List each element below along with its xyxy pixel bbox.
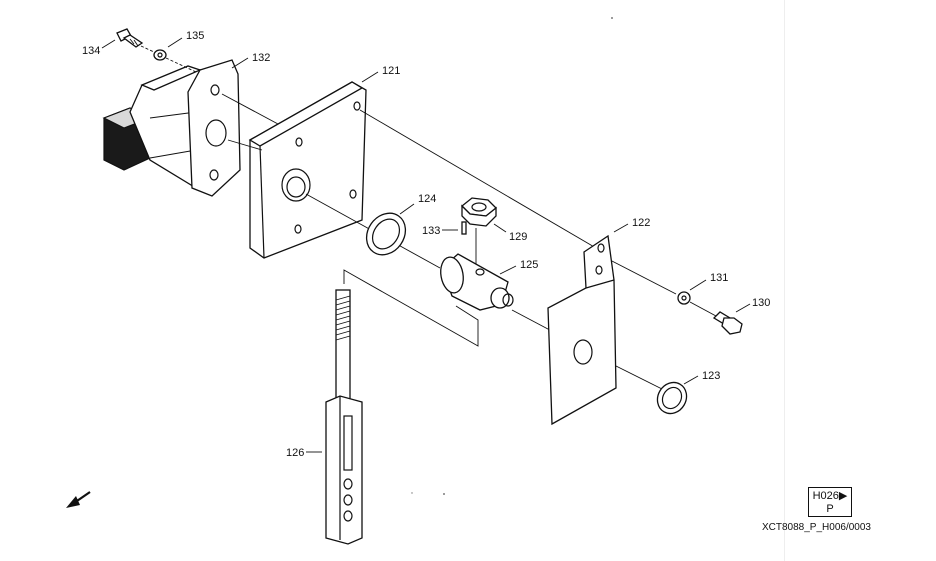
callout-131: 131 <box>710 272 728 284</box>
assembly-line <box>343 269 479 347</box>
reference-line-1: H026 <box>812 490 839 502</box>
assembly-line <box>359 109 597 249</box>
callout-135: 135 <box>186 30 204 42</box>
part-129-nut <box>461 197 497 227</box>
part-135-washer <box>153 49 167 61</box>
part-130-bolt <box>712 311 743 335</box>
page-reference-box: H026▶ P <box>808 487 852 517</box>
callout-125: 125 <box>520 259 538 271</box>
callout-130: 130 <box>752 297 770 309</box>
part-131-washer <box>677 291 691 305</box>
arrow-down-left-icon <box>66 491 91 508</box>
assembly-line <box>689 301 717 317</box>
assembly-line <box>165 57 197 73</box>
assembly-line <box>140 45 155 53</box>
part-125-pivot <box>440 253 514 311</box>
assembly-line <box>609 259 677 295</box>
speck <box>611 17 613 19</box>
part-132-bracket <box>102 59 241 197</box>
figure-code: XCT8088_P_H006/0003 <box>762 522 871 533</box>
callout-124: 124 <box>418 193 436 205</box>
part-123-bushing <box>656 381 688 415</box>
leader-lines <box>101 37 751 453</box>
callout-134: 134 <box>82 45 100 57</box>
callout-132: 132 <box>252 52 270 64</box>
callout-121: 121 <box>382 65 400 77</box>
callout-126: 126 <box>286 447 304 459</box>
assembly-line <box>221 93 279 125</box>
part-133-pin <box>461 221 467 235</box>
triangle-right-icon: ▶ <box>838 490 848 502</box>
callout-133: 133 <box>422 225 440 237</box>
part-122-bracket <box>547 234 617 426</box>
speck <box>443 493 445 495</box>
assembly-line <box>227 139 263 151</box>
page-edge <box>784 0 785 561</box>
callout-122: 122 <box>632 217 650 229</box>
reference-line-2: P <box>826 503 834 515</box>
speck <box>411 492 413 494</box>
part-121-plate <box>248 81 367 259</box>
part-126-rod <box>325 289 363 545</box>
part-124-oring <box>365 212 407 256</box>
part-134-bolt <box>116 28 144 48</box>
callout-123: 123 <box>702 370 720 382</box>
callout-129: 129 <box>509 231 527 243</box>
